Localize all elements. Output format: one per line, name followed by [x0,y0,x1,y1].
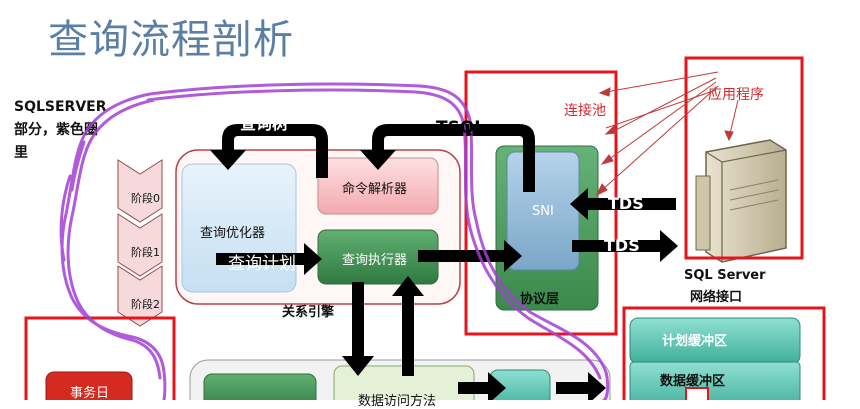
stage-2-shape [117,265,163,327]
query-tree-label: 查询树 [240,114,289,133]
side-note-line: 里 [14,145,28,161]
protocol-layer-label: 协议层 [520,292,560,307]
connection-arrows [595,71,739,197]
transaction-log-label: 事务日 [70,386,110,401]
tds-out-arrow [572,230,678,262]
diagram-canvas [24,56,826,400]
data-cache-inner [685,387,709,400]
query-plan-arrow [216,243,322,275]
application-label: 应用程序 [708,87,764,103]
flow-arrows [210,124,678,400]
tds-out-label: TDS [604,236,640,255]
stage-1-label: 阶段1 [131,246,160,259]
side-note: SQLSERVER 部分，紫色圈里 [14,96,124,165]
side-note-line: 部分，紫色圈 [14,122,98,138]
tds-in-arrow [570,188,676,220]
executor-up-arrow [392,276,424,376]
query-plan-label: 查询计划 [228,254,296,274]
stage-0-shape [117,159,163,223]
slide-title: 查询流程剖析 [48,17,294,63]
executor-down-arrow [342,282,374,376]
stage-2-label: 阶段2 [131,298,160,311]
client-red-frame [684,56,804,260]
relational-engine-label: 关系引擎 [282,305,335,320]
plan-cache-label: 计划缓冲区 [662,334,728,349]
stage-0-label: 阶段0 [131,192,160,205]
tsql-label: TSQL [436,118,486,138]
executor-to-sni-arrow [418,240,522,272]
data-cache-box [629,361,801,400]
storage-arrow-2 [556,372,606,400]
log-red-frame [24,316,176,400]
side-note-line: SQLSERVER [14,99,107,115]
tsql-arrow [360,124,535,192]
query-tree-arrow [210,124,328,178]
purple-scribble [59,82,610,400]
transaction-log-box [45,371,133,400]
sql-server-net-line2: 网络接口 [690,290,743,305]
stage-chevrons [117,159,163,327]
connection-pool-label: 连接池 [564,103,606,119]
query-executor-label: 查询执行器 [342,253,408,268]
query-optimizer-label: 查询优化器 [200,226,266,241]
storage-box-left [203,373,317,400]
data-cache-label: 数据缓冲区 [660,374,726,389]
sni-label: SNI [532,204,554,219]
storage-arrow-1 [458,372,506,400]
tds-in-label: TDS [608,194,644,213]
command-parser-label: 命令解析器 [342,182,408,197]
stage-1-shape [117,213,163,277]
server-icon [695,139,787,263]
sql-server-net-line1: SQL Server [684,268,766,283]
cache-red-frame [622,306,826,400]
